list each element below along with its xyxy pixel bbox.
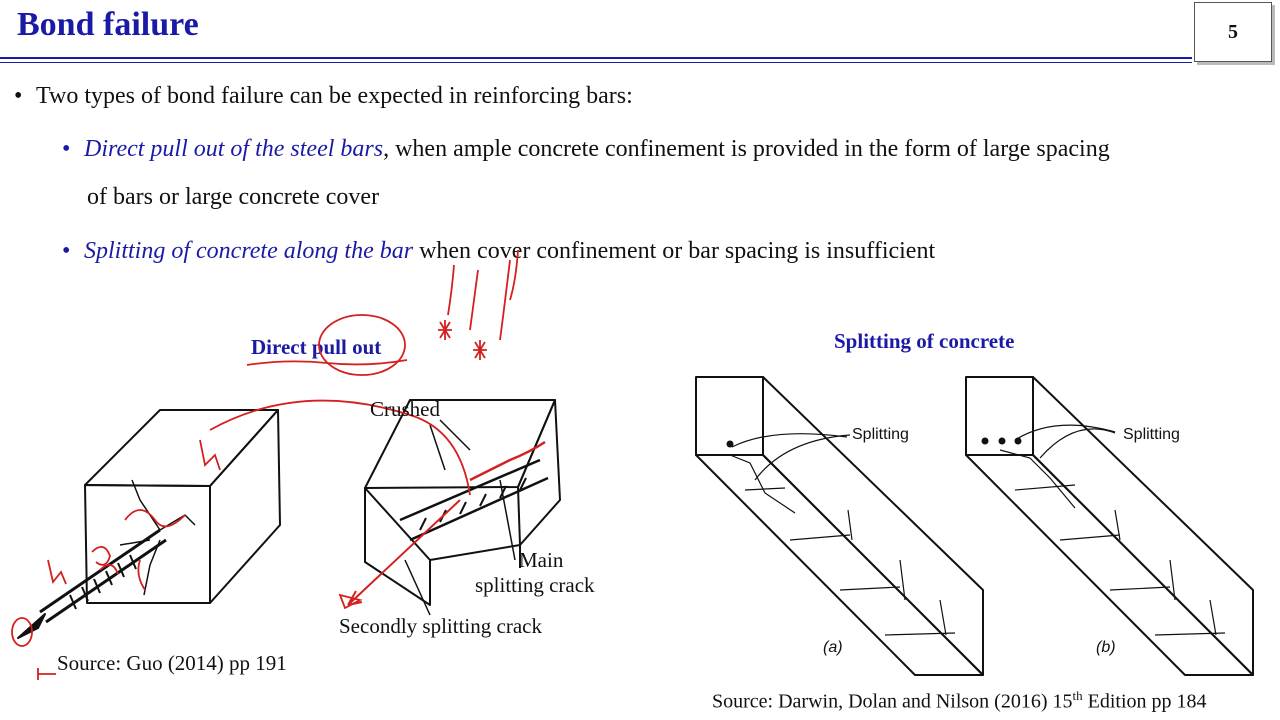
label-splitting-b: Splitting xyxy=(1123,426,1180,443)
left-figure-source: Source: Guo (2014) pp 191 xyxy=(57,651,287,675)
leader-a xyxy=(731,433,848,448)
asterisk-1 xyxy=(438,320,452,340)
tick-mark xyxy=(37,668,56,680)
circle-bar-tip xyxy=(11,617,33,647)
leader-a2 xyxy=(754,434,851,481)
scribble-loops xyxy=(91,546,119,575)
bullet-intro: •Two types of bond failure can be expect… xyxy=(14,83,633,109)
block2-bar xyxy=(399,458,549,542)
block1-front-face xyxy=(84,484,211,604)
left-figure-title: Direct pull out xyxy=(251,335,382,359)
panel-b-label: (b) xyxy=(1096,639,1116,656)
label-crushed: Crushed xyxy=(370,397,440,421)
secondary-crack-leader xyxy=(404,559,431,616)
block2-bottom-edge xyxy=(429,544,521,561)
block2-side-face xyxy=(517,399,561,546)
block2-bar-highlight xyxy=(469,440,546,482)
arrow-head xyxy=(338,593,363,610)
block1-side-face xyxy=(209,409,281,604)
beam-b-end-face xyxy=(965,376,1034,456)
beam-b-side xyxy=(1032,376,1254,676)
block1-top-face xyxy=(84,409,279,487)
block2-ribs xyxy=(419,477,527,531)
label-main: Main xyxy=(519,548,564,572)
title-underline xyxy=(0,57,1192,59)
underline-direct-pull-out xyxy=(246,359,408,366)
bar1-shaft-lower xyxy=(45,538,167,624)
beam-a-side xyxy=(762,376,984,676)
splitting-cracks xyxy=(729,424,1226,636)
bullet-splitting: •Splitting of concrete along the bar whe… xyxy=(62,238,936,264)
block2-front-left xyxy=(364,487,431,606)
pull-direction-arrow xyxy=(347,499,461,606)
leader-b xyxy=(1014,424,1116,441)
right-figure-title: Splitting of concrete xyxy=(834,329,1015,353)
page-number: 5 xyxy=(1228,21,1238,43)
title-underline-thin xyxy=(0,62,1192,63)
block2-cracks xyxy=(429,419,516,561)
bar1-ribs xyxy=(69,554,137,610)
w-mark-bar xyxy=(47,559,67,585)
right-figure-source: Source: Darwin, Dolan and Nilson (2016) … xyxy=(712,688,1207,713)
panel-a-label: (a) xyxy=(823,639,843,656)
w-mark-block1 xyxy=(199,439,221,471)
label-splitting-crack: splitting crack xyxy=(475,573,595,597)
leader-b2 xyxy=(1039,428,1116,459)
block1-cracks xyxy=(119,479,196,596)
bullet-direct-pullout: •Direct pull out of the steel bars, when… xyxy=(62,136,1110,162)
label-secondly-splitting-crack: Secondly splitting crack xyxy=(339,614,542,638)
bar1-shaft xyxy=(39,528,161,614)
crack-highlights xyxy=(124,509,186,591)
slide-title: Bond failure xyxy=(17,6,199,43)
beam-a-end-face xyxy=(695,376,764,456)
bar1-tip xyxy=(17,613,46,639)
asterisk-2 xyxy=(473,340,487,360)
label-splitting-a: Splitting xyxy=(852,426,909,443)
page-number-box: 5 xyxy=(1194,2,1272,62)
bullet-direct-pullout-line2: of bars or large concrete cover xyxy=(87,184,380,210)
